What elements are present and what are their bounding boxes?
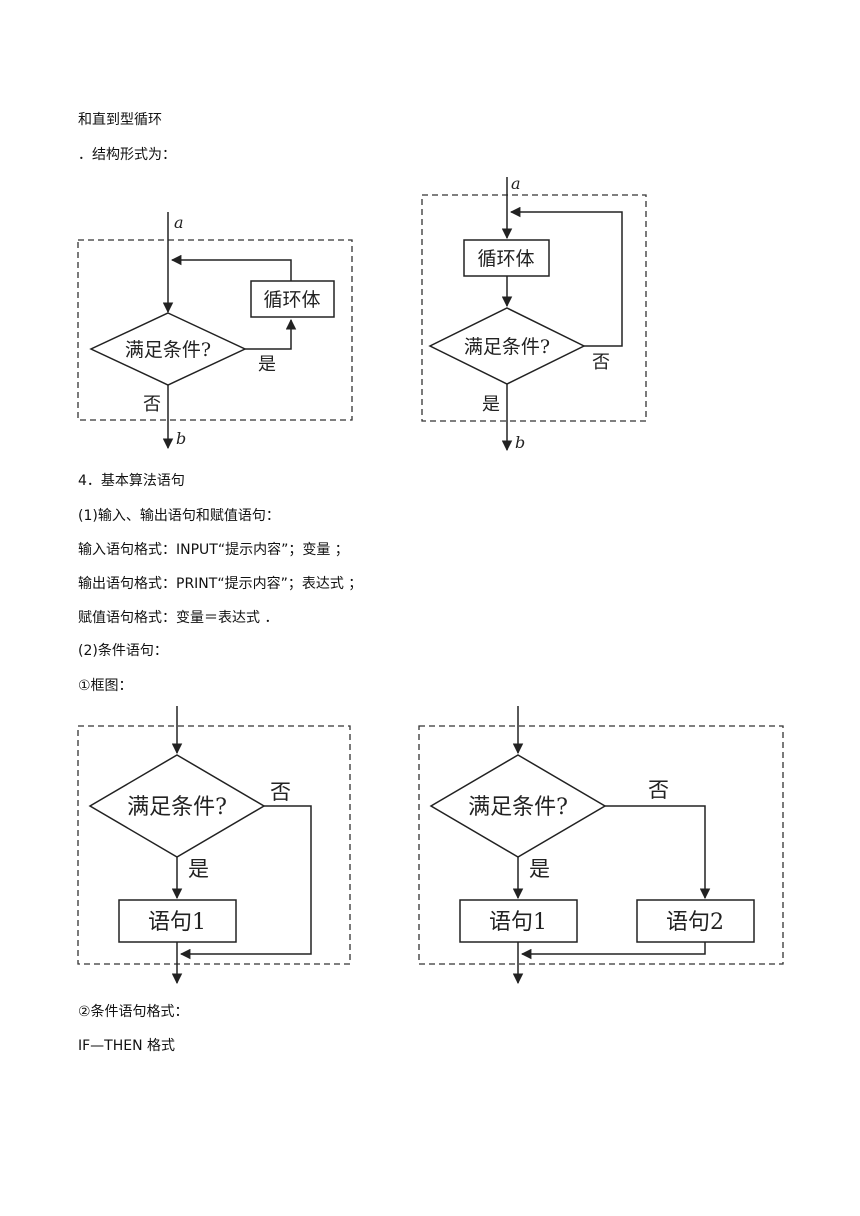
loop-flowchart-right: a 循环体 满足条件? 否 是 b xyxy=(421,174,647,452)
loop-body-box xyxy=(250,280,335,318)
decision-label: 满足条件? xyxy=(464,336,550,358)
exit-label: b xyxy=(176,429,186,448)
entry-label: a xyxy=(511,174,521,193)
cond-flowchart-left: 满足条件? 否 是 语句1 xyxy=(77,706,351,985)
text-assign-format: 赋值语句格式：变量＝表达式 ． xyxy=(78,610,279,626)
decision-label: 满足条件? xyxy=(125,339,211,361)
dashed-boundary xyxy=(418,725,784,965)
text-loop-heading: 和直到型循环 xyxy=(78,112,162,128)
no-branch-arrow xyxy=(179,805,312,960)
dashed-boundary xyxy=(77,725,351,965)
text-input-format: 输入语句格式：INPUT“提示内容”；变量 ； xyxy=(78,542,349,558)
text-conditional: (2)条件语句： xyxy=(78,643,168,659)
return-arrow xyxy=(170,254,292,281)
yes-label: 是 xyxy=(529,857,550,881)
loop-flowchart-left: a 满足条件? 是 循环体 否 b xyxy=(77,212,353,450)
dashed-boundary xyxy=(77,239,353,421)
text-cond-format: ②条件语句格式： xyxy=(78,1004,189,1020)
text-basic-statements: 4．基本算法语句 xyxy=(78,473,185,489)
statement1-box xyxy=(118,899,237,943)
no-label: 否 xyxy=(270,780,291,804)
no-return-arrow xyxy=(509,206,623,347)
statement1-label: 语句1 xyxy=(489,910,547,935)
statement2-box xyxy=(636,899,755,943)
statement1-box xyxy=(459,899,578,943)
text-io-assign: (1)输入、输出语句和赋值语句： xyxy=(78,508,280,524)
decision-label: 满足条件? xyxy=(468,795,568,820)
loop-body-label: 循环体 xyxy=(477,248,534,270)
text-flowchart: ①框图： xyxy=(78,678,133,694)
no-label: 否 xyxy=(143,394,161,415)
statement2-label: 语句2 xyxy=(666,910,724,935)
cond-flowchart-right: 满足条件? 否 是 语句1 语句2 xyxy=(418,706,784,985)
no-label: 否 xyxy=(648,778,669,802)
yes-label: 是 xyxy=(258,354,276,375)
no-label: 否 xyxy=(592,352,610,373)
exit-label: b xyxy=(515,433,525,452)
dashed-boundary xyxy=(421,194,647,422)
decision-label: 满足条件? xyxy=(127,795,227,820)
merge-arrow xyxy=(520,942,706,960)
text-print-format: 输出语句格式：PRINT“提示内容”；表达式 ； xyxy=(78,576,363,592)
no-branch-arrow xyxy=(605,805,711,900)
yes-branch-arrow xyxy=(245,318,297,350)
statement1-label: 语句1 xyxy=(148,910,206,935)
yes-label: 是 xyxy=(188,857,209,881)
yes-label: 是 xyxy=(482,394,500,415)
entry-label: a xyxy=(174,213,184,232)
loop-body-label: 循环体 xyxy=(263,289,320,311)
text-structure-form: ．结构形式为： xyxy=(78,147,176,163)
text-if-then: IF—THEN 格式 xyxy=(78,1038,176,1054)
